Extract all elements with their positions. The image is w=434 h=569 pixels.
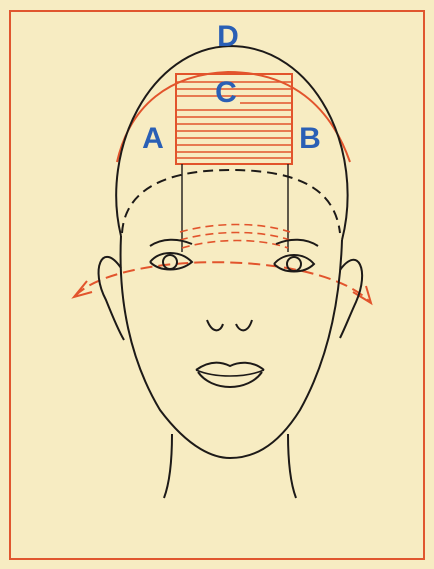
right-eyebrow bbox=[276, 240, 318, 246]
mouth bbox=[196, 363, 264, 387]
label-a: A bbox=[142, 122, 164, 155]
neck-right bbox=[288, 434, 296, 498]
hairline-dashed bbox=[122, 170, 340, 233]
neck-left bbox=[164, 434, 172, 498]
label-d: D bbox=[217, 20, 239, 53]
label-c: C bbox=[215, 76, 237, 109]
nose bbox=[207, 320, 252, 330]
left-eyebrow bbox=[150, 240, 192, 246]
brow-band-dashed bbox=[180, 225, 290, 249]
left-eye bbox=[150, 253, 192, 270]
right-ear bbox=[340, 260, 362, 338]
label-b: B bbox=[299, 122, 321, 155]
eye-arc-dashed bbox=[75, 262, 370, 302]
face-outline bbox=[121, 236, 342, 458]
